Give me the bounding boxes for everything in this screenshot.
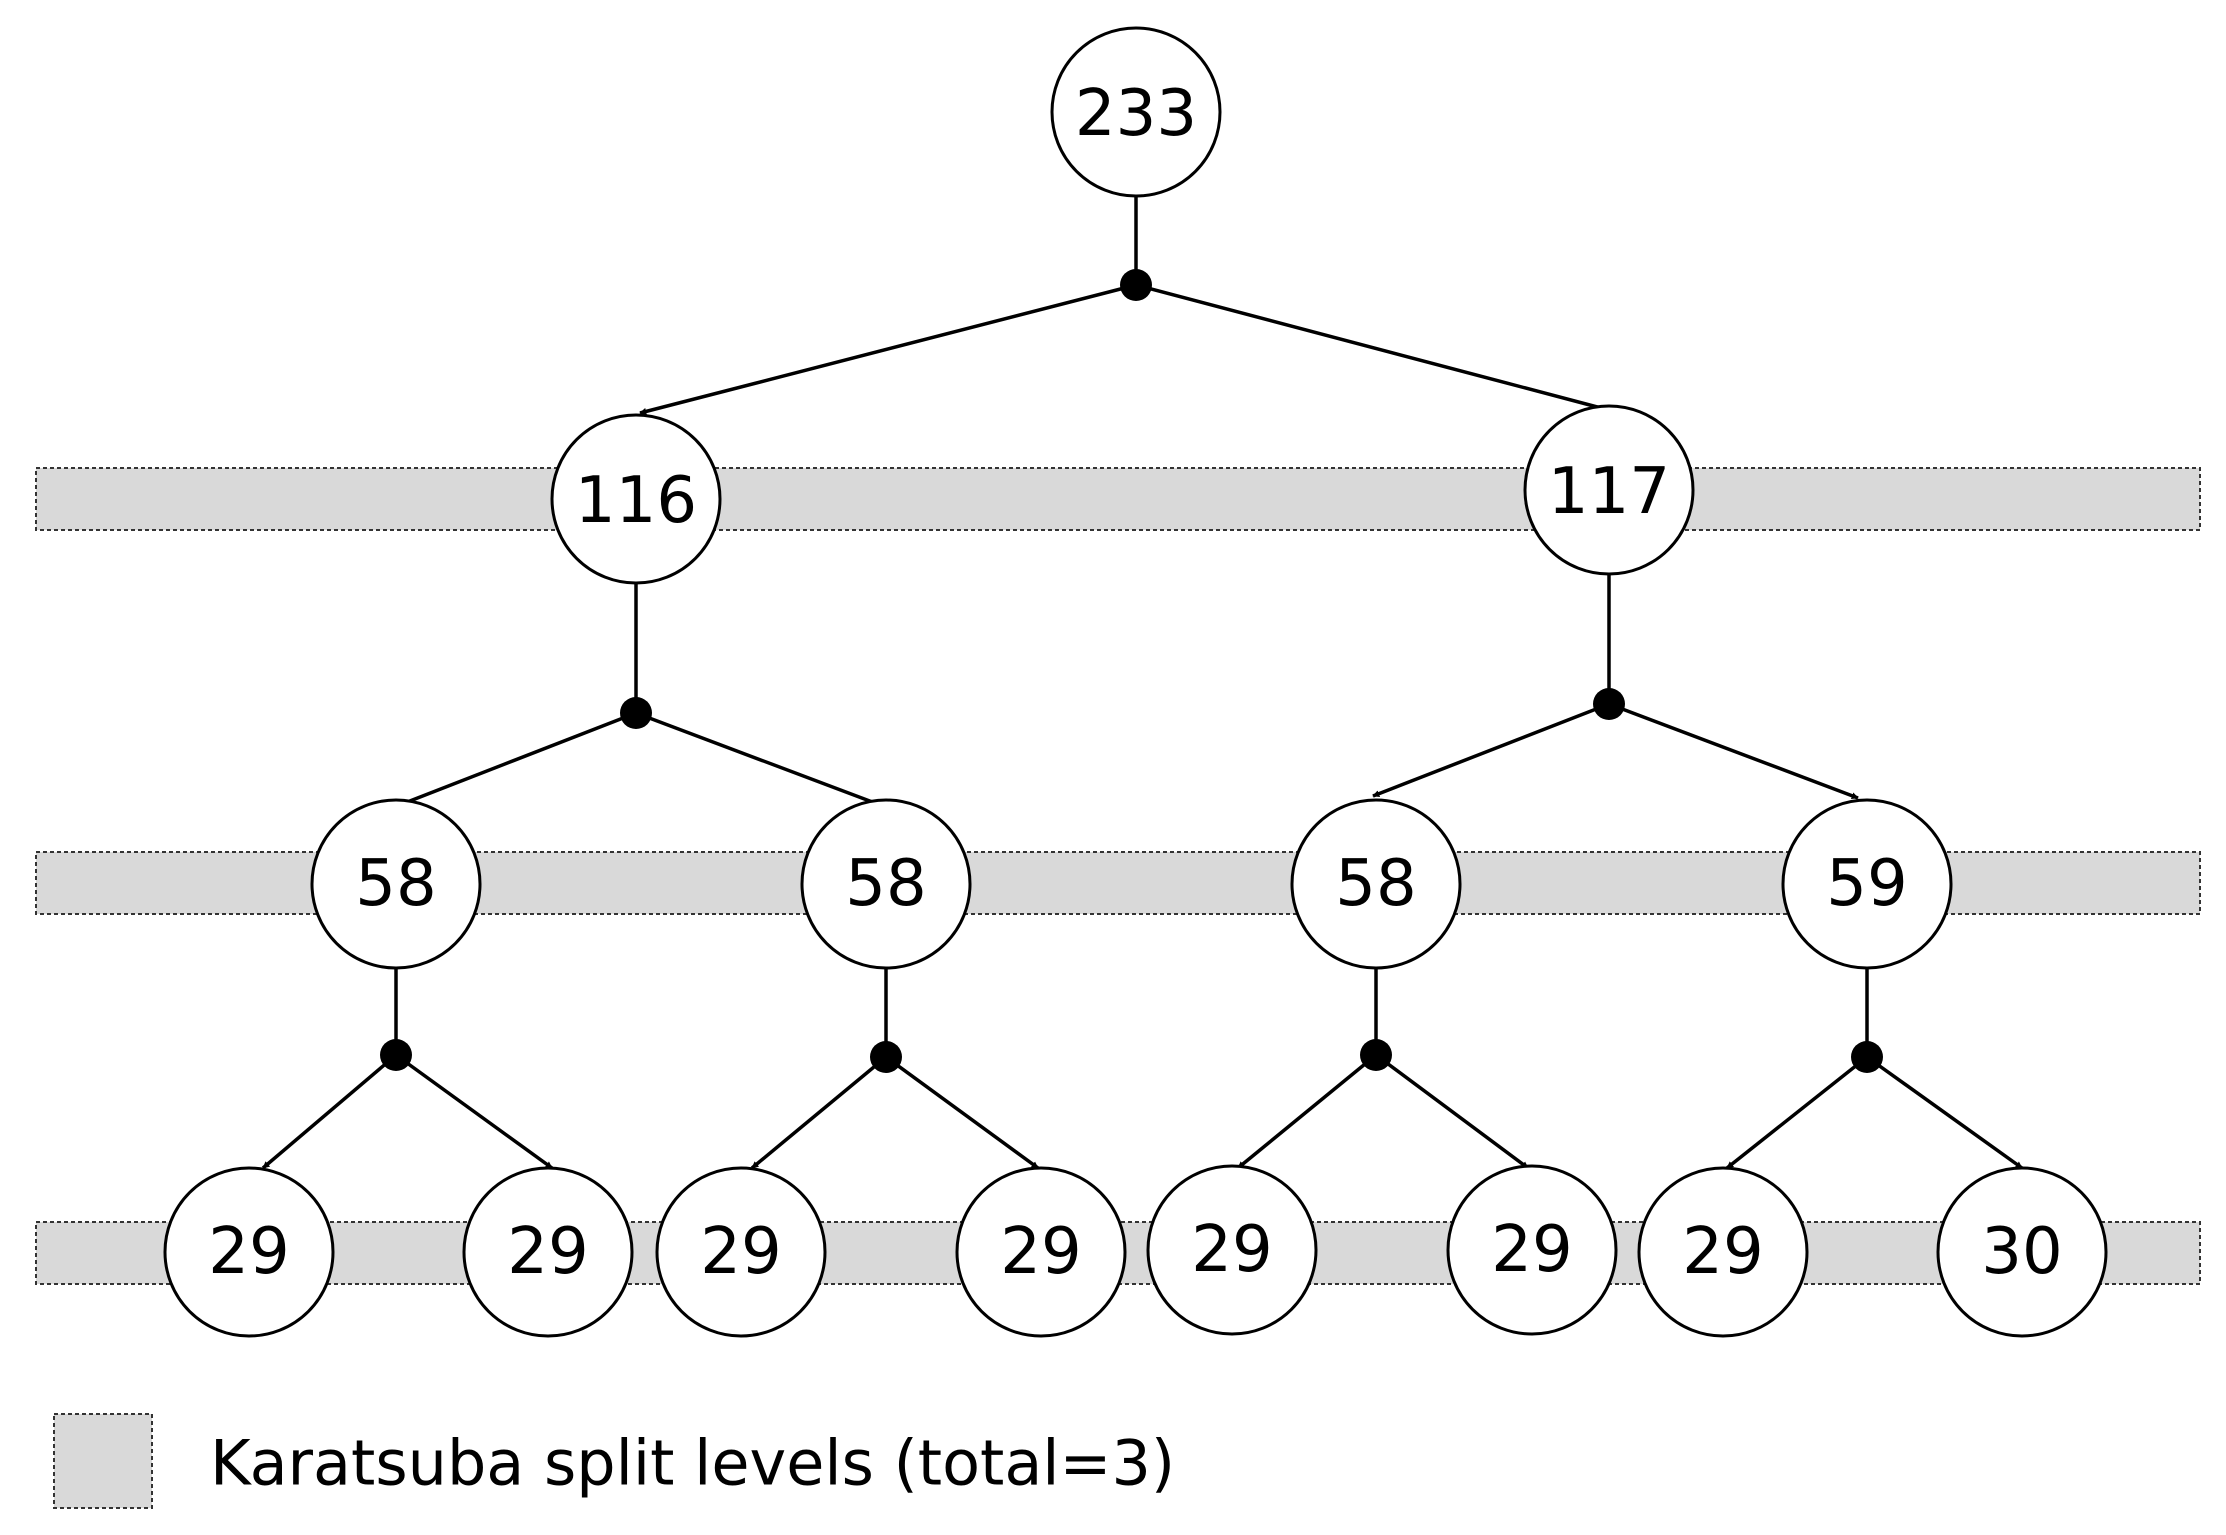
edge-58b-left xyxy=(750,1055,888,1170)
edge-117-right xyxy=(1608,702,1859,800)
node-level3-7: 29 xyxy=(1637,1166,1809,1338)
node-level1-right-label: 117 xyxy=(1548,455,1670,529)
node-level3-6: 29 xyxy=(1446,1164,1618,1336)
node-level3-8-label: 30 xyxy=(1981,1215,2062,1289)
node-level2-3-label: 58 xyxy=(1335,847,1416,921)
node-level1-left-label: 116 xyxy=(575,464,697,538)
node-level3-5-label: 29 xyxy=(1191,1213,1272,1287)
edge-116-left xyxy=(396,711,637,808)
node-level3-2: 29 xyxy=(462,1166,634,1338)
edge-59-right xyxy=(1865,1055,2024,1170)
node-level3-4: 29 xyxy=(955,1166,1127,1338)
split-level-band-1 xyxy=(35,467,2201,531)
edge-58c-right xyxy=(1374,1053,1530,1170)
edges xyxy=(261,197,2024,1170)
node-level3-1-label: 29 xyxy=(208,1215,289,1289)
node-level3-7-label: 29 xyxy=(1682,1215,1763,1289)
legend-label: Karatsuba split levels (total=3) xyxy=(210,1427,1175,1500)
edge-58a-right xyxy=(394,1053,554,1170)
node-level1-right: 117 xyxy=(1523,404,1695,576)
node-level2-4: 59 xyxy=(1781,798,1953,970)
node-level3-2-label: 29 xyxy=(507,1215,588,1289)
node-level2-4-label: 59 xyxy=(1826,847,1907,921)
node-level1-left: 116 xyxy=(550,413,722,585)
node-level3-8: 30 xyxy=(1936,1166,2108,1338)
node-level2-2-label: 58 xyxy=(845,847,926,921)
node-level2-1: 58 xyxy=(310,798,482,970)
edge-58c-left xyxy=(1236,1053,1378,1170)
node-level3-3: 29 xyxy=(655,1166,827,1338)
tree-nodes: 233 116 117 58 58 58 59 29 xyxy=(163,26,2108,1338)
node-root-label: 233 xyxy=(1075,77,1197,151)
edge-59-left xyxy=(1725,1055,1869,1170)
node-level3-3-label: 29 xyxy=(700,1215,781,1289)
edge-58a-left xyxy=(261,1053,398,1170)
edge-58b-right xyxy=(884,1055,1040,1170)
node-level3-1: 29 xyxy=(163,1166,335,1338)
edge-root-left xyxy=(639,283,1137,415)
legend: Karatsuba split levels (total=3) xyxy=(53,1413,1175,1509)
edge-116-right xyxy=(635,711,884,808)
node-level3-5: 29 xyxy=(1146,1164,1318,1336)
node-level2-1-label: 58 xyxy=(355,847,436,921)
node-level3-4-label: 29 xyxy=(1000,1215,1081,1289)
node-level2-3: 58 xyxy=(1290,798,1462,970)
node-root: 233 xyxy=(1050,26,1222,198)
legend-swatch xyxy=(53,1413,153,1509)
edge-117-left xyxy=(1372,702,1610,798)
node-level2-2: 58 xyxy=(800,798,972,970)
edge-root-right xyxy=(1135,283,1621,415)
node-level3-6-label: 29 xyxy=(1491,1213,1572,1287)
